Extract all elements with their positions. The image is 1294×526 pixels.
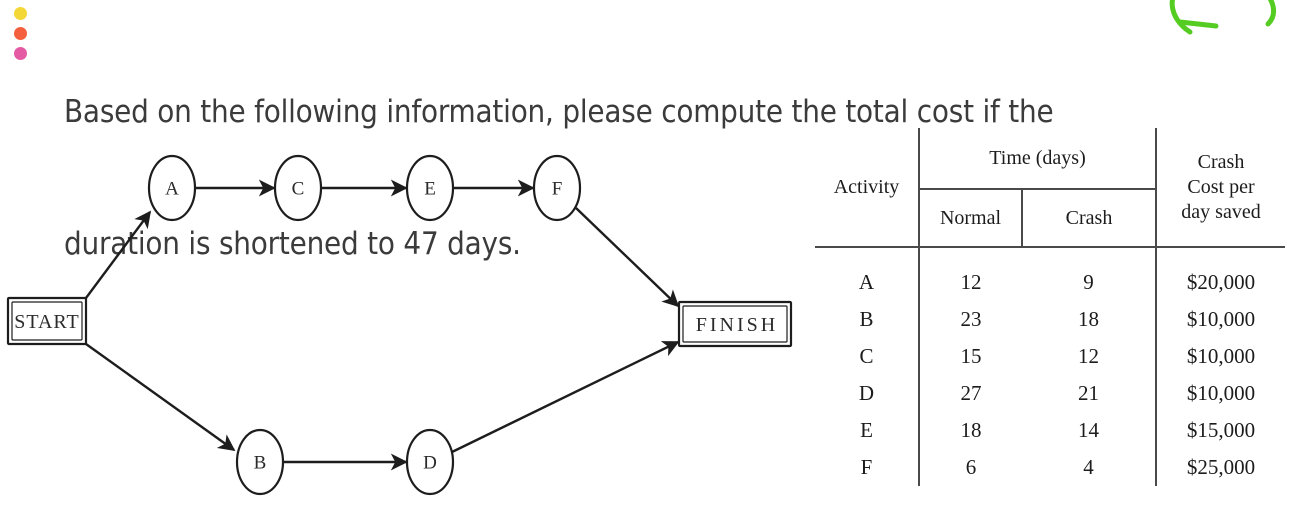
diagram-node-d: D: [405, 428, 455, 496]
network-diagram: START FINISH A C E: [0, 120, 812, 526]
crash-cost-line-3: day saved: [1181, 200, 1261, 223]
cell-cost: $15,000: [1155, 412, 1286, 449]
node-a-label: A: [165, 179, 179, 200]
crash-cost-line-1: Crash: [1197, 150, 1245, 173]
bullet-dot-orange-icon: [14, 27, 27, 40]
node-d-label: D: [423, 453, 437, 474]
start-node-label: START: [14, 311, 80, 333]
bullet-dot-pink-icon: [14, 47, 27, 60]
cell-normal: 27: [918, 375, 1022, 412]
edge-d-to-finish: [451, 340, 680, 454]
table-row: E 18 14 $15,000: [815, 412, 1286, 449]
cell-activity: C: [859, 344, 874, 368]
diagram-node-c: C: [273, 154, 323, 222]
cell-crash: 21: [1078, 381, 1099, 405]
diagram-node-start: START: [6, 296, 88, 346]
question-line-2: duration is shortened to 47 days.: [64, 226, 521, 262]
col-header-crash-cost: Crash Cost per day saved: [1156, 128, 1285, 246]
edge-f-to-finish: [575, 207, 680, 308]
finish-node-label: FINISH: [696, 314, 778, 336]
table-row: D 27 21 $10,000: [815, 375, 1286, 412]
cell-activity: D: [858, 381, 875, 405]
question-line-1: Based on the following information, plea…: [64, 94, 1054, 130]
bullet-dot-yellow-icon: [14, 7, 27, 20]
cell-cost: $25,000: [1155, 449, 1286, 486]
cell-crash: 9: [1083, 270, 1094, 294]
node-f-label: F: [552, 179, 563, 200]
col-header-normal: Normal: [918, 189, 1023, 246]
table-header-spacer: [815, 247, 1286, 264]
cell-activity: F: [860, 455, 873, 479]
table-row: B 23 18 $10,000: [815, 301, 1286, 338]
cell-normal: 15: [918, 338, 1022, 375]
table-header-row-sub: Normal Crash: [815, 189, 1285, 246]
col-header-time-group: Time (days): [917, 128, 1158, 190]
cell-normal: 6: [918, 449, 1022, 486]
cell-crash: 12: [1078, 344, 1099, 368]
cell-activity: B: [859, 307, 874, 331]
cell-cost: $10,000: [1155, 301, 1286, 338]
diagram-edges: [85, 179, 680, 471]
diagram-node-a: A: [147, 154, 197, 222]
node-e-label: E: [424, 179, 436, 200]
cell-crash: 14: [1078, 418, 1099, 442]
table-header-row-top: Activity Time (days) Crash Cost per day …: [815, 128, 1285, 223]
cell-cost: $10,000: [1155, 338, 1286, 375]
cell-normal: 23: [918, 301, 1022, 338]
question-text: Based on the following information, plea…: [64, 2, 1204, 354]
cell-crash: 4: [1083, 455, 1094, 479]
node-c-label: C: [292, 179, 305, 200]
table-row: F 6 4 $25,000: [815, 449, 1286, 486]
table-row: A 12 9 $20,000: [815, 264, 1286, 301]
table-body: A 12 9 $20,000 B 23 18 $10,000 C 15 12 $…: [815, 264, 1286, 486]
node-b-label: B: [254, 453, 267, 474]
cell-normal: 12: [918, 264, 1022, 301]
diagram-node-b: B: [235, 428, 285, 496]
cell-normal: 18: [918, 412, 1022, 449]
bullet-dot-column: [14, 7, 38, 60]
edge-start-to-a: [85, 210, 152, 299]
diagram-node-e: E: [405, 154, 455, 222]
cell-activity: E: [860, 418, 873, 442]
cell-cost: $20,000: [1155, 264, 1286, 301]
cell-cost: $10,000: [1155, 375, 1286, 412]
crash-cost-line-2: Cost per: [1187, 175, 1255, 198]
table-row: C 15 12 $10,000: [815, 338, 1286, 375]
diagram-node-finish: FINISH: [677, 300, 793, 348]
crash-cost-table: Activity Time (days) Crash Cost per day …: [815, 128, 1286, 490]
col-header-activity: Activity: [833, 175, 900, 198]
edge-start-to-b: [85, 343, 236, 451]
cell-activity: A: [858, 270, 875, 294]
col-header-crash: Crash: [1022, 189, 1158, 246]
diagram-node-f: F: [532, 154, 582, 222]
cell-crash: 18: [1078, 307, 1099, 331]
